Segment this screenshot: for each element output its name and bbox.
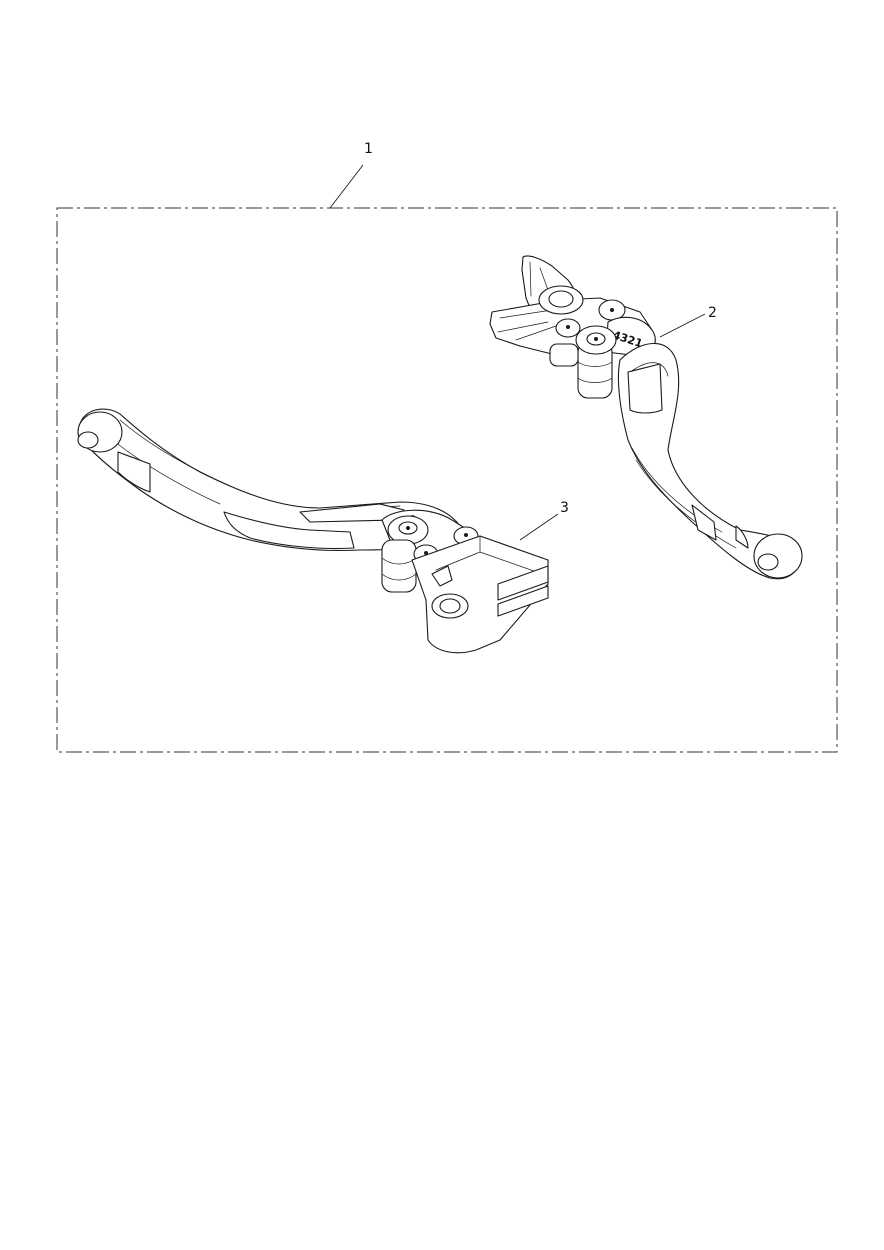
callout-1[interactable]: 1 <box>329 141 373 209</box>
callout-1-label: 1 <box>364 141 373 157</box>
callout-1-leader <box>329 164 364 209</box>
callout-3-label: 3 <box>560 500 569 516</box>
callout-3[interactable]: 3 <box>519 500 569 541</box>
kit-boundary <box>56 207 838 753</box>
callout-2[interactable]: 2 <box>659 305 717 338</box>
brake-lever-drawing[interactable]: 4321 <box>489 255 803 580</box>
callout-2-label: 2 <box>708 305 717 321</box>
callout-3-leader <box>519 513 559 541</box>
clutch-lever-drawing[interactable]: 12 <box>77 408 549 654</box>
callout-2-leader <box>659 313 706 338</box>
